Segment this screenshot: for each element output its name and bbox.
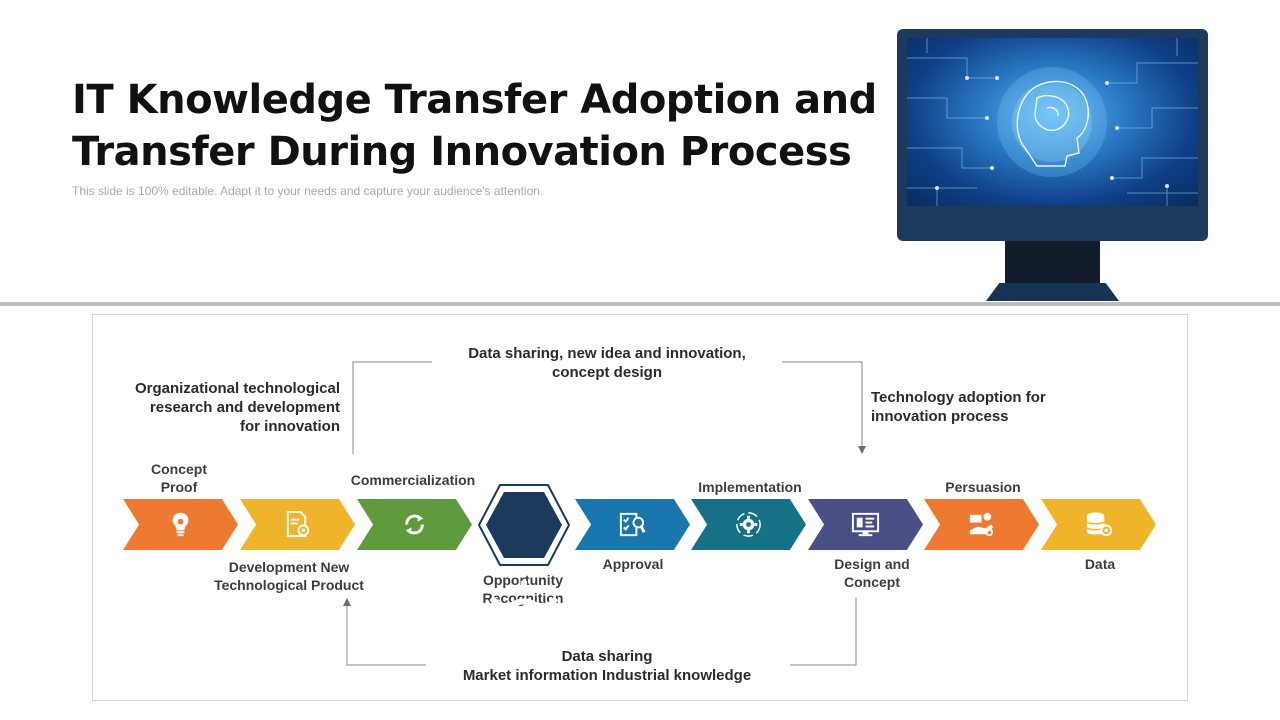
right-flow-label: Technology adoption for innovation proce… xyxy=(871,389,1046,425)
section-divider xyxy=(0,302,1280,306)
step-development xyxy=(240,499,355,550)
step-data xyxy=(1041,499,1156,550)
title-line-2: Transfer During Innovation Process xyxy=(72,129,852,175)
step-design-concept xyxy=(808,499,923,550)
step-implementation xyxy=(691,499,806,550)
top-flow-label: Data sharing, new idea and innovation, c… xyxy=(468,345,746,381)
step-concept-proof xyxy=(123,499,238,550)
document-gear-icon xyxy=(286,510,310,538)
label-concept-proof: Concept Proof xyxy=(151,461,207,495)
alarm-light-icon xyxy=(489,580,559,655)
gear-cycle-icon xyxy=(736,512,761,537)
label-development: Development New Technological Product xyxy=(214,559,364,593)
title-line-1: IT Knowledge Transfer Adoption and xyxy=(72,77,877,123)
diagram-panel xyxy=(92,314,1188,701)
database-gear-icon xyxy=(1086,512,1113,537)
lightbulb-icon xyxy=(172,512,189,537)
label-design: Design and Concept xyxy=(834,556,910,590)
subtitle: This slide is 100% editable. Adapt it to… xyxy=(72,184,544,198)
label-opportunity: Opportunity Recognition xyxy=(482,572,564,606)
ai-brain-image xyxy=(907,38,1198,206)
top-left-connector xyxy=(352,361,432,454)
step-opportunity-recognition xyxy=(477,483,571,655)
monitor-stand-base xyxy=(986,283,1119,301)
monitor-stand-neck xyxy=(1005,241,1100,283)
label-implementation: Implementation xyxy=(698,479,802,495)
left-flow-label: Organizational technological research an… xyxy=(134,380,340,435)
step-persuasion xyxy=(924,499,1039,550)
bottom-flow-label: Data sharing Market information Industri… xyxy=(462,648,752,684)
page-title: IT Knowledge Transfer Adoption and Trans… xyxy=(72,74,877,178)
monitor-frame xyxy=(897,29,1208,241)
step-commercialization xyxy=(357,499,472,550)
label-approval: Approval xyxy=(602,556,664,572)
cycle-arrows-icon xyxy=(405,514,424,535)
monitor-illustration xyxy=(897,29,1208,303)
bottom-right-connector xyxy=(790,598,857,666)
checklist-search-icon xyxy=(619,512,646,537)
bottom-left-connector xyxy=(343,598,426,666)
label-persuasion: Persuasion xyxy=(945,479,1021,495)
top-right-connector xyxy=(782,361,866,454)
step-approval xyxy=(575,499,690,550)
label-data: Data xyxy=(1084,556,1116,572)
dashboard-monitor-icon xyxy=(851,512,880,537)
label-commercialization: Commercialization xyxy=(350,472,476,488)
hand-money-icon xyxy=(969,512,994,537)
